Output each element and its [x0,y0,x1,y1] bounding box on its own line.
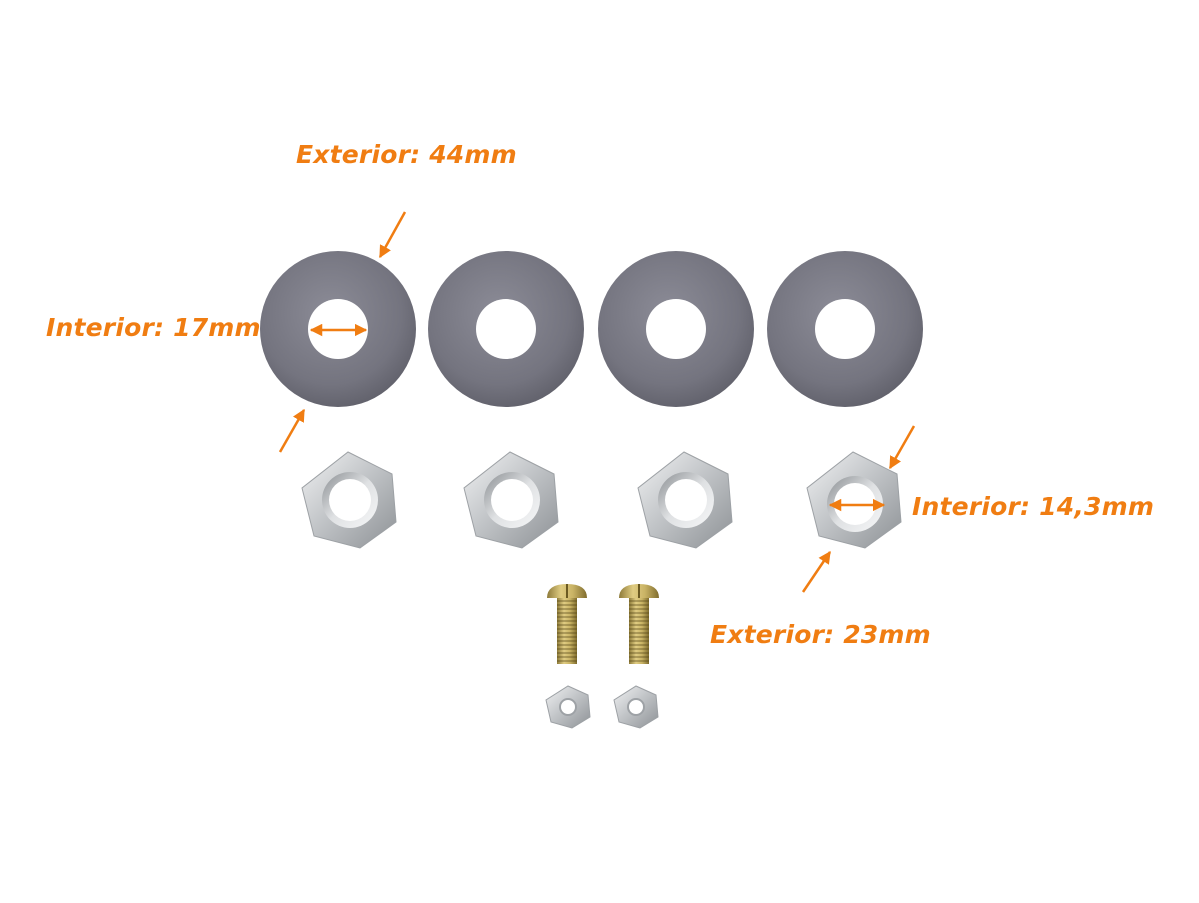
nut-exterior-arrow-top [888,425,916,470]
nut-exterior-label: Exterior: 23mm [710,620,931,649]
washer [428,251,584,407]
hex-nut [806,451,902,549]
washer-interior-label: Interior: 17mm [46,313,261,342]
washer-exterior-arrow-bottom [278,408,306,453]
washer [767,251,923,407]
washer [598,251,754,407]
small-hex-nut [545,685,591,729]
nut-interior-label: Interior: 14,3mm [912,492,1155,521]
nut-exterior-arrow-bottom [801,550,832,593]
small-hex-nut [613,685,659,729]
hex-nut [463,451,559,549]
screw [547,584,587,664]
hex-nut [637,451,733,549]
screw [619,584,659,664]
hex-nut [301,451,397,549]
annotation-arrows [278,211,916,593]
washer-exterior-label: Exterior: 44mm [296,140,517,169]
washer-exterior-arrow-top [378,211,407,259]
